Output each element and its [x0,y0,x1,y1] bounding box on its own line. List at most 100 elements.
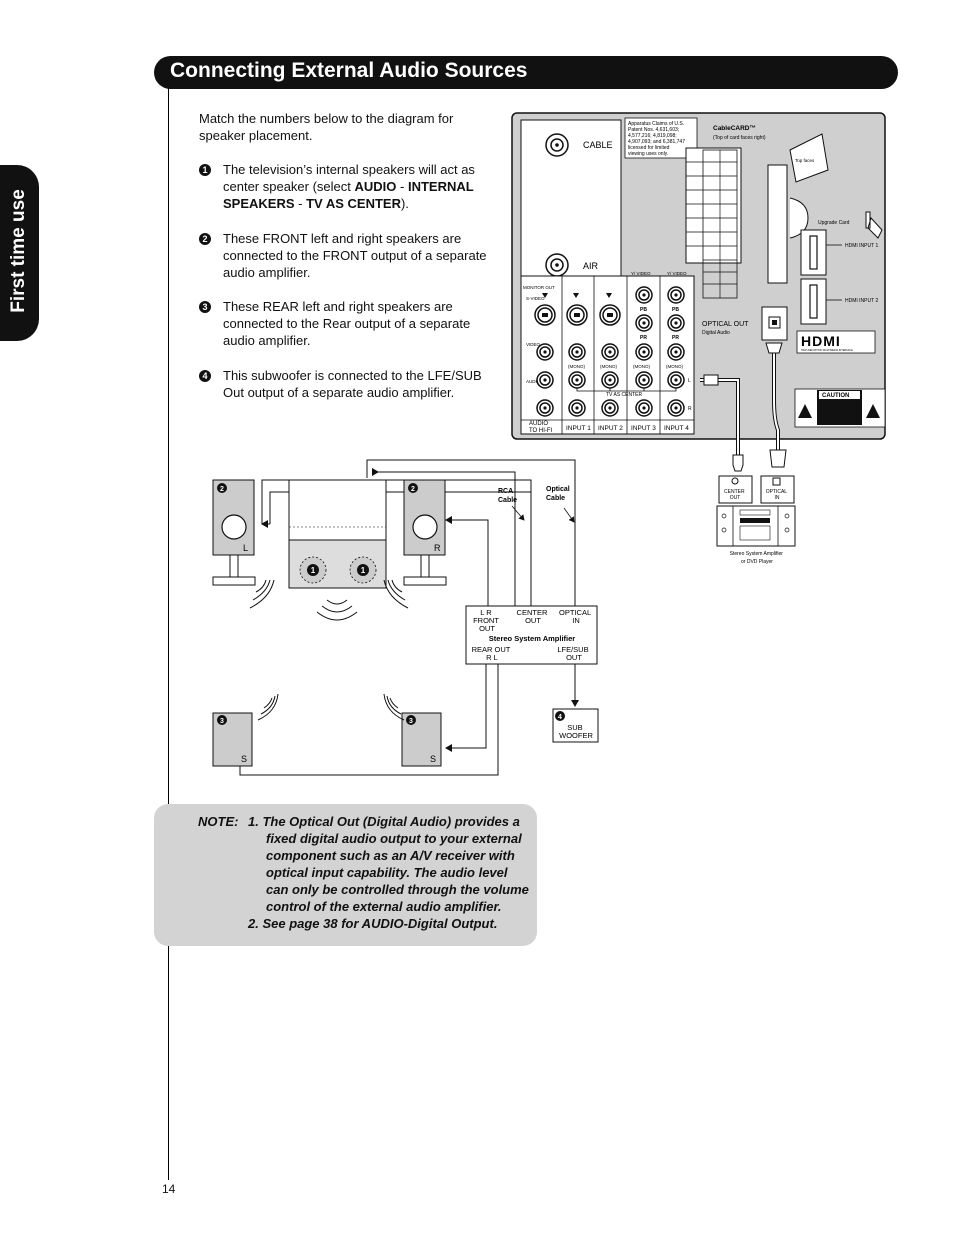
subwoofer: 4 SUB WOOFER [552,708,599,743]
item-number: 3 [199,301,211,313]
amp-lfe-out-label: LFE/SUB OUT [557,645,590,662]
mono-label: (MONO) [633,364,650,369]
panel-cables [700,342,787,472]
optical-in-label: OPTICAL IN [766,489,789,501]
svg-text:3: 3 [220,718,224,725]
amp-optical-in-label: OPTICAL IN [559,608,593,625]
left-channel-label: L [688,378,691,384]
item-text: The television’s internal speakers will … [223,162,475,211]
card-slot [767,164,788,284]
air-label: AIR [583,261,599,271]
note-box: NOTE: 1. The Optical Out (Digital Audio)… [154,804,537,946]
input-3-label: INPUT 3 [631,425,656,432]
svg-text:4: 4 [558,714,562,721]
note-line: optical input capability. The audio leve… [266,865,508,880]
hdmi-input-2-port [800,278,827,325]
pr-label: PR [640,335,647,341]
note-line: can only be controlled through the volum… [266,882,529,897]
svg-text:1: 1 [311,566,316,575]
video-label: VIDEO [526,342,541,347]
cablecard-sub-label: (Top of card faces right) [713,135,766,141]
left-label: L [243,543,248,553]
item-number: 4 [199,370,211,382]
digital-audio-label: Digital Audio [702,330,730,336]
top-faces-label: Top faces [795,158,815,163]
s-video-label: S-VIDEO [526,296,545,301]
item-text: These REAR left and right speakers are c… [223,299,471,348]
svg-text:2: 2 [411,486,415,493]
intro-text: Match the numbers below to the diagram f… [199,111,454,143]
input-4-label: INPUT 4 [664,425,689,432]
section-tab: First time use [0,165,39,341]
item-number: 2 [199,233,211,245]
note-line: control of the external audio amplifier. [266,899,502,914]
right-label: R [434,543,441,553]
mono-label: (MONO) [666,364,683,369]
stereo-player-label: Stereo System Amplifier or DVD Player [730,551,785,565]
external-device: CENTER OUT OPTICAL IN Stereo System Ampl… [716,475,796,565]
note-label: NOTE: [198,814,239,829]
pb-label: PB [672,307,679,313]
instruction-item-4: 4 This subwoofer is connected to the LFE… [199,367,499,401]
instruction-item-1: 1 The television’s internal speakers wil… [199,161,499,212]
caution-label: CAUTION [794,388,886,428]
upgrade-card-label: Upgrade Card [818,220,850,226]
s-video-jacks [534,304,621,326]
margin-rule [168,88,169,1180]
subwoofer-label: SUB WOOFER [559,723,593,740]
cablecard-slot-grid [685,147,742,299]
right-channel-label: R [688,406,692,412]
cablecard-label: CableCARD™ [713,125,756,132]
note-line: fixed digital audio output to your exter… [266,831,522,846]
stereo-amplifier: L R FRONT OUT CENTER OUT OPTICAL IN Ster… [465,605,598,665]
svg-text:2: 2 [220,486,224,493]
item-text: These FRONT left and right speakers are … [223,231,487,280]
rca-cable-label: RCA Cable [498,488,517,504]
audio-to-hifi-label: AUDIO TO HI-FI [529,421,553,434]
optical-out-port [761,306,788,341]
svg-text:1: 1 [361,566,366,575]
amp-front-out-label: L R FRONT OUT [473,608,501,633]
rear-right-speaker: 3 S [383,693,442,767]
note-line: component such as an A/V receiver with [266,848,515,863]
y-video-label-3: Y/ VIDEO [631,271,651,276]
front-right-speaker: 2 R [383,479,447,609]
internal-speaker: 1 [299,556,327,584]
tv-as-center-label: TV AS CENTER [606,392,643,398]
patent-notice: Apparatus Claims of U.S. Patent Nos. 4,6… [628,121,686,157]
mono-label: (MONO) [600,364,617,369]
note-line: 1. The Optical Out (Digital Audio) provi… [248,814,520,829]
air-antenna-jack [545,253,569,277]
hdmi-input-2-label: HDMI INPUT 2 [845,298,878,304]
input-2-label: INPUT 2 [598,425,623,432]
mono-label: (MONO) [568,364,585,369]
svg-text:HIGH-DEFINITION MULTIMEDIA INT: HIGH-DEFINITION MULTIMEDIA INTERFACE [801,349,853,352]
instruction-item-3: 3 These REAR left and right speakers are… [199,298,499,349]
amp-center-out-label: CENTER OUT [517,608,550,625]
cablecard-icon [789,133,829,183]
pr-label: PR [672,335,679,341]
page-title: Connecting External Audio Sources [170,59,528,82]
audio-label: AUDIO [526,379,541,384]
note-line: 2. See page 38 for AUDIO-Digital Output. [248,916,498,931]
surround-label: S [430,754,436,764]
monitor-out-label: MONITOR OUT [523,285,555,290]
front-left-speaker: 2 L [212,479,275,609]
jack-markers [542,293,612,298]
y-video-label-4: Y/ VIDEO [667,271,687,276]
svg-text:HDMI: HDMI [801,333,841,349]
item-number: 1 [199,164,211,176]
optical-out-label: OPTICAL OUT [702,321,749,328]
video-jacks [536,343,619,361]
svg-text:CAUTION: CAUTION [822,393,849,399]
surround-label: S [241,754,247,764]
tv-front: 1 1 [288,479,387,621]
optical-cable-label: Optical Cable [546,486,572,502]
amp-rear-out-label: REAR OUT R L [472,645,513,662]
hdmi-logo: HDMI HIGH-DEFINITION MULTIMEDIA INTERFAC… [796,330,876,354]
amp-title: Stereo System Amplifier [489,634,575,643]
rear-left-speaker: 3 S [212,693,279,767]
hdmi-input-1-port [800,229,827,276]
upgrade-card-icon [865,211,883,239]
svg-text:3: 3 [409,718,413,725]
